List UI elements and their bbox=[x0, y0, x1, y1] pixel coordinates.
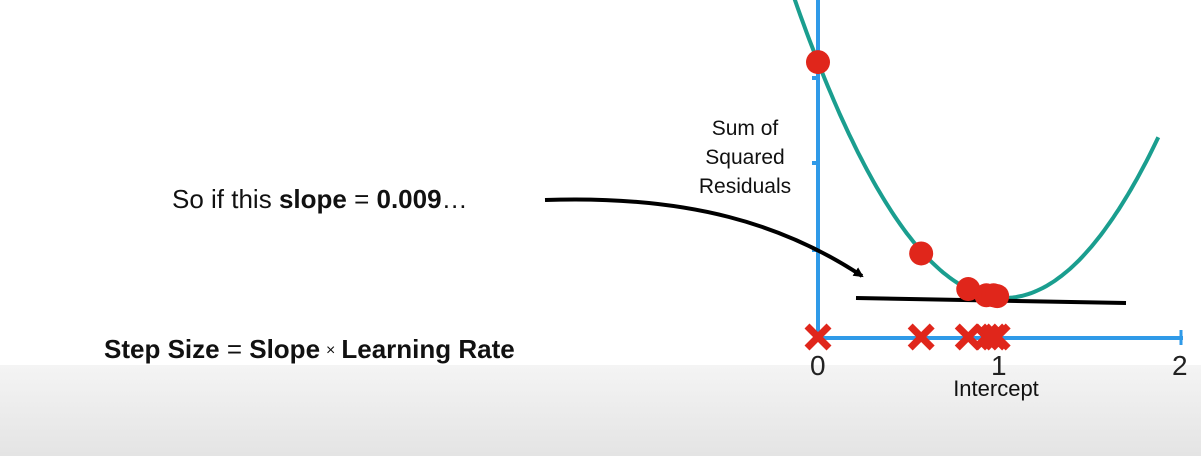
data-point-5 bbox=[985, 284, 1010, 309]
formula-times: × bbox=[326, 342, 336, 359]
formula-step-size: Step Size bbox=[104, 334, 220, 364]
y-axis-label: Sum of Squared Residuals bbox=[698, 117, 792, 198]
x-marker-0 bbox=[804, 323, 832, 351]
x-marker-1 bbox=[907, 323, 935, 351]
formula-learning-rate: Learning Rate bbox=[341, 334, 515, 364]
pointer-arrow bbox=[544, 197, 864, 278]
x-axis-label: Intercept bbox=[953, 376, 1039, 401]
bottom-background bbox=[0, 365, 1201, 456]
statement-ellipsis: … bbox=[441, 184, 468, 214]
x-tick-label-2: 2 bbox=[1172, 350, 1188, 381]
ssr-curve bbox=[792, 0, 1161, 300]
x-marker-5 bbox=[983, 323, 1011, 351]
slope-word: slope bbox=[278, 184, 347, 214]
step-size-formula: Step Size = Slope × Learning Rate bbox=[104, 334, 515, 365]
formula-equals: = bbox=[219, 334, 250, 364]
slope-value: 0.009 bbox=[376, 184, 442, 214]
slope-statement: So if this slope = 0.009… bbox=[172, 184, 468, 215]
data-point-1 bbox=[909, 241, 934, 266]
x-tick-label-1: 1 bbox=[991, 350, 1007, 381]
statement-equals: = bbox=[346, 184, 377, 214]
x-tick-label-0: 0 bbox=[810, 350, 826, 381]
data-point-0 bbox=[806, 50, 830, 75]
formula-slope: Slope bbox=[249, 334, 321, 364]
data-point-2 bbox=[956, 277, 981, 302]
statement-prefix: So if this bbox=[172, 184, 279, 214]
